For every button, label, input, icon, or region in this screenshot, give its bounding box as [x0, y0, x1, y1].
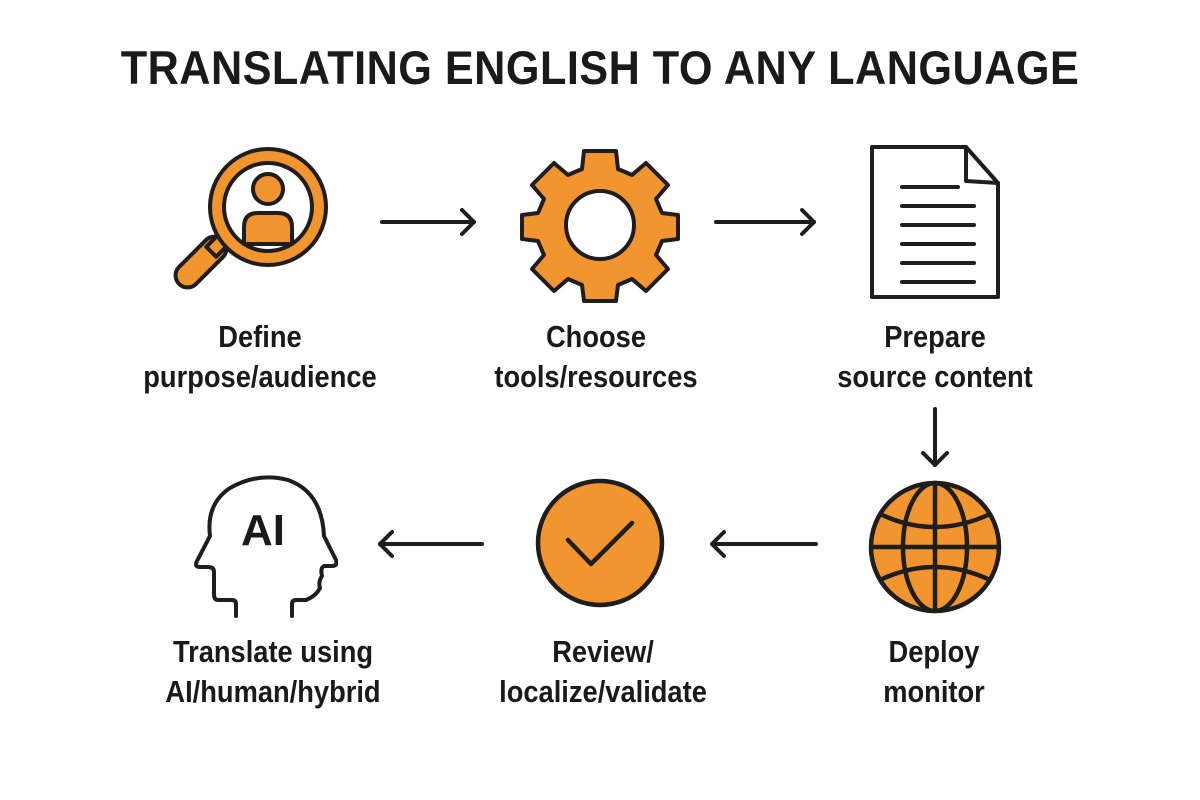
- step-label: Prepare source content: [794, 317, 1076, 397]
- arrow-right-icon: [714, 208, 816, 236]
- step-label: Translate using AI/human/hybrid: [132, 632, 414, 712]
- step-label-line1: Deploy: [888, 634, 980, 669]
- arrow-left-icon: [378, 530, 484, 558]
- diagram-title: TRANSLATING ENGLISH TO ANY LANGUAGE: [120, 41, 1080, 94]
- document-icon: [870, 145, 1000, 299]
- step-label-line2: monitor: [883, 674, 985, 709]
- step-label: Choose tools/resources: [455, 317, 737, 397]
- step-label: Deploy monitor: [793, 632, 1075, 712]
- step-label-line1: Translate using: [172, 634, 374, 669]
- step-label-line2: AI/human/hybrid: [165, 674, 381, 709]
- step-label-line1: Choose: [545, 319, 647, 354]
- arrow-down-icon: [921, 407, 949, 467]
- step-label: Review/ localize/validate: [462, 632, 744, 712]
- magnifier-person-icon: [173, 147, 328, 290]
- gear-icon: [520, 149, 680, 303]
- checkmark-circle-icon: [535, 478, 665, 608]
- step-label-line2: tools/resources: [494, 359, 698, 394]
- arrow-left-icon: [710, 530, 818, 558]
- step-label-line2: localize/validate: [499, 674, 707, 709]
- ai-head-text: AI: [241, 506, 285, 555]
- step-label-line2: source content: [837, 359, 1033, 394]
- step-label-line2: purpose/audience: [143, 359, 377, 394]
- globe-icon: [868, 480, 1002, 614]
- step-label-line1: Review/: [552, 634, 654, 669]
- ai-head-icon: AI: [188, 468, 338, 618]
- step-label-line1: Prepare: [884, 319, 986, 354]
- arrow-right-icon: [380, 208, 476, 236]
- step-label: Define purpose/audience: [119, 317, 401, 397]
- step-label-line1: Define: [218, 319, 302, 354]
